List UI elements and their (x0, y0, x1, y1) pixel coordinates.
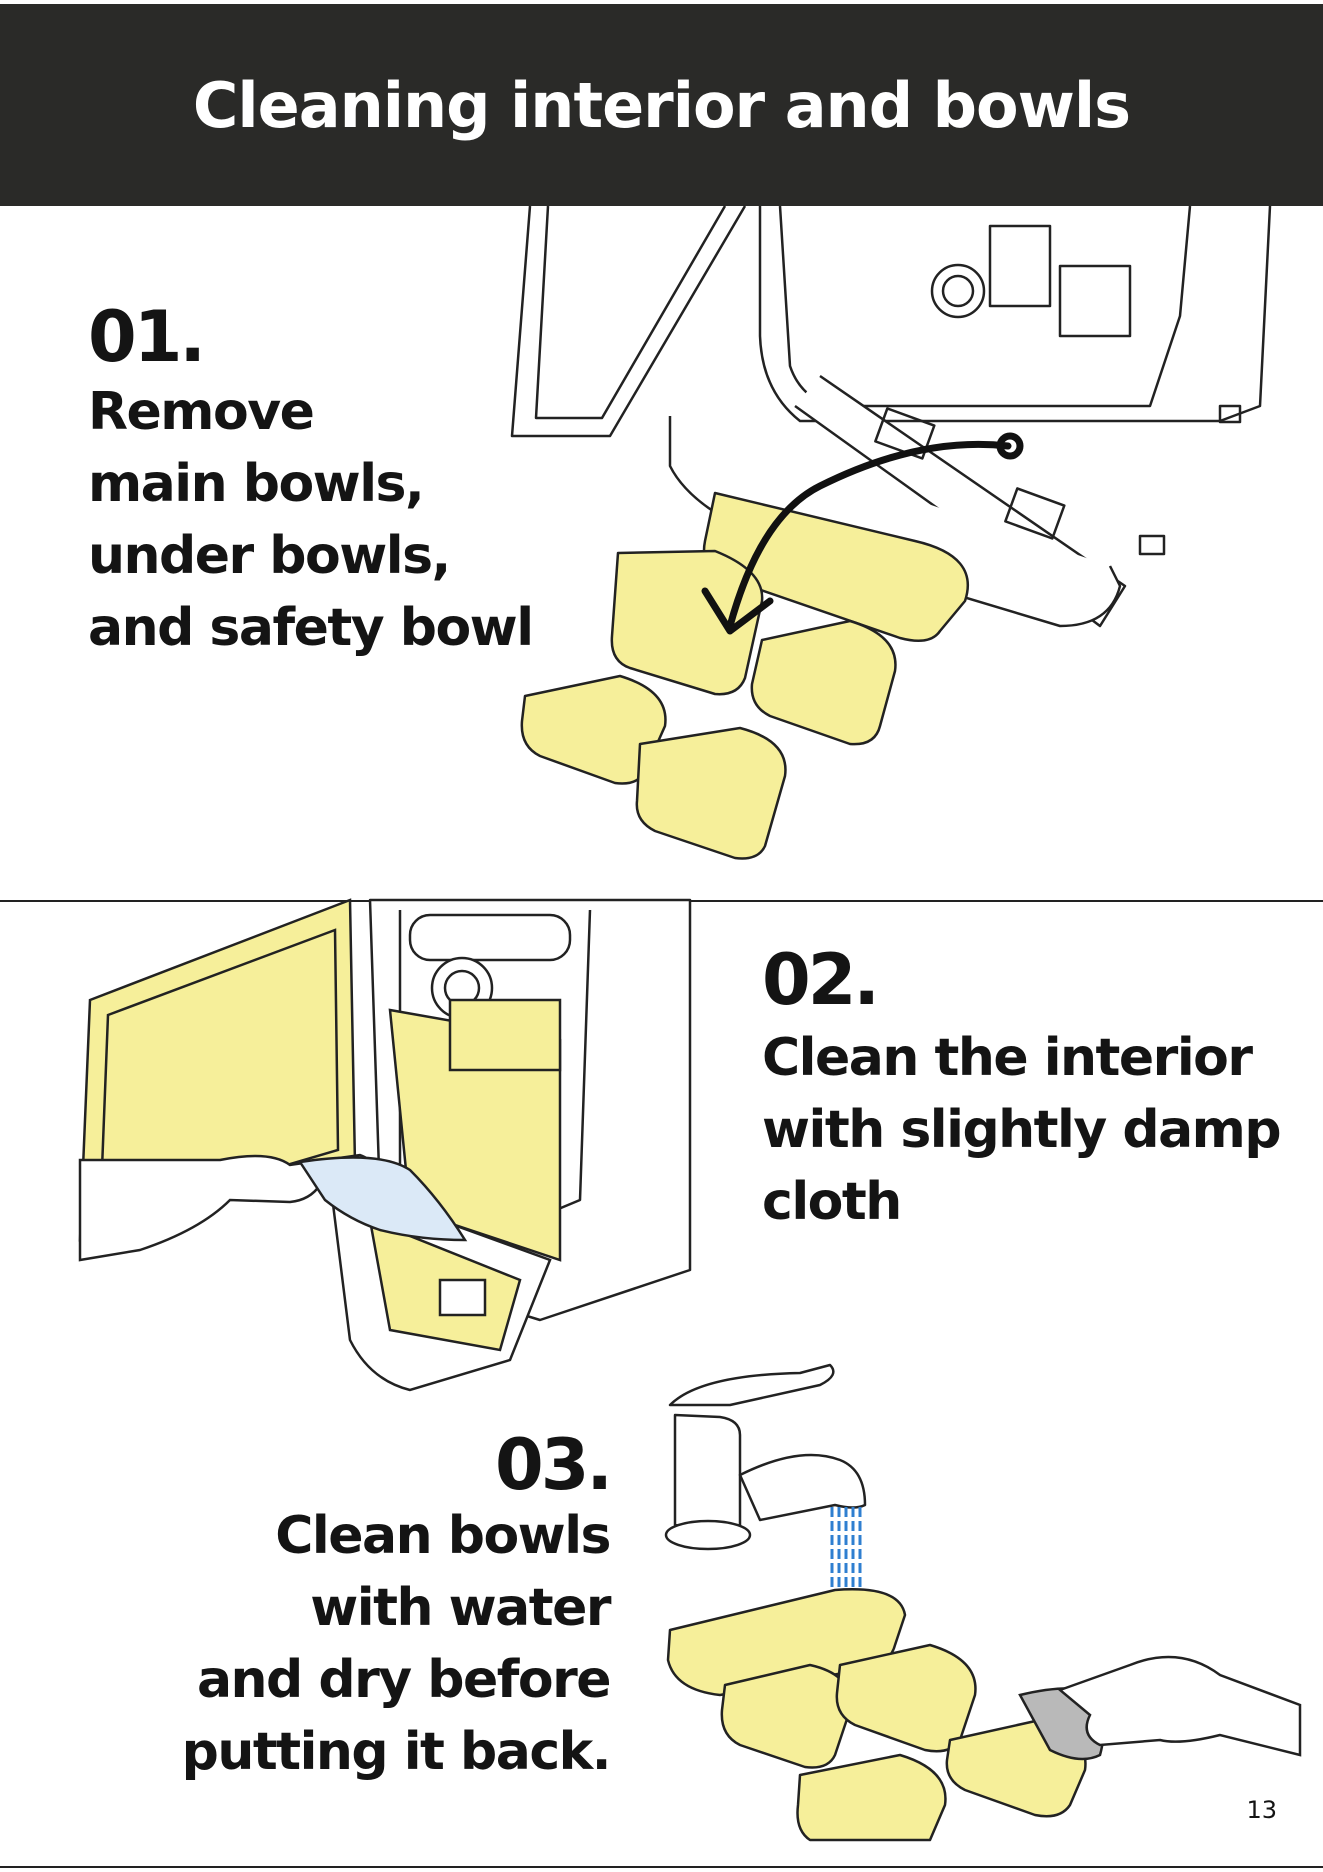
step-1-illustration (500, 206, 1323, 866)
step-3-text: Clean bowls with water and dry before pu… (100, 1500, 610, 1788)
step-3-number: 03. (150, 1430, 610, 1500)
page-title: Cleaning interior and bowls (193, 69, 1130, 142)
step-1-number: 01. (88, 302, 203, 372)
step-2-illustration (80, 900, 700, 1400)
step-1-text: Remove main bowls, under bowls, and safe… (88, 376, 548, 664)
step-2-text: Clean the interior with slightly damp cl… (762, 1022, 1302, 1238)
page-number: 13 (1246, 1796, 1277, 1824)
step-2-number: 02. (762, 945, 877, 1015)
step-3-illustration (660, 1345, 1300, 1845)
page-header: Cleaning interior and bowls (0, 4, 1323, 206)
bottom-rule (0, 1866, 1323, 1868)
